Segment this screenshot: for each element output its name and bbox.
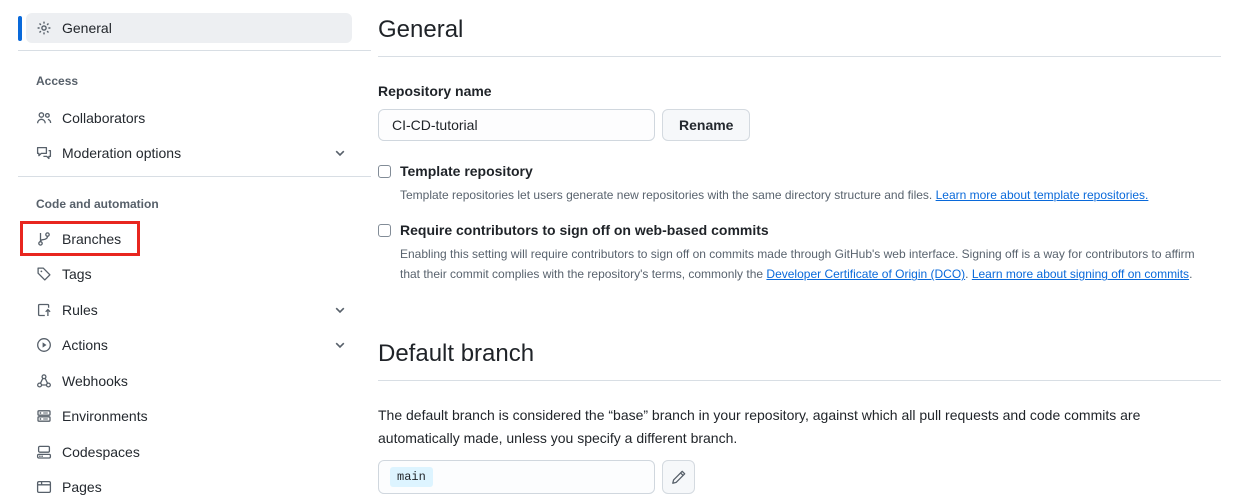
page-title: General [378, 16, 464, 43]
description-text: . [965, 267, 972, 282]
sidebar-item-collaborators[interactable]: Collaborators [0, 100, 372, 136]
git-branch-icon [38, 231, 50, 246]
template-repository-description: Template repositories let users generate… [400, 185, 1148, 205]
repository-name-input[interactable] [378, 109, 655, 141]
sign-off-setting: Require contributors to sign off on web-… [378, 221, 1195, 285]
sidebar-item-label: Moderation options [62, 145, 182, 162]
template-repository-setting: Template repository Template repositorie… [378, 162, 1148, 205]
repository-name-label: Repository name [378, 83, 492, 99]
default-branch-description: The default branch is considered the “ba… [378, 407, 1141, 446]
rename-button[interactable]: Rename [662, 109, 751, 141]
description-text: Template repositories let users generate… [400, 188, 936, 202]
sidebar-item-label: Rules [62, 301, 98, 318]
chevron-down-icon [335, 307, 345, 313]
sidebar-item-pages[interactable]: Pages [0, 470, 372, 498]
sidebar-item-label: Pages [62, 479, 102, 496]
section-divider [378, 380, 1221, 381]
sidebar-item-label: General [62, 20, 112, 36]
chevron-down-icon [335, 150, 345, 157]
default-branch-input[interactable]: main [378, 460, 655, 494]
sidebar-item-actions[interactable]: Actions [0, 328, 372, 364]
template-repository-label: Template repository [400, 163, 533, 179]
sidebar-item-tags[interactable]: Tags [0, 257, 372, 293]
play-circle-icon [37, 338, 51, 353]
comment-discussion-icon [36, 147, 52, 160]
pencil-icon [671, 470, 685, 484]
template-repository-checkbox[interactable] [378, 165, 391, 178]
sidebar-item-rules[interactable]: Rules [0, 292, 372, 328]
rules-icon [37, 303, 51, 316]
sidebar-section-code-and-automation: Code and automation [36, 197, 159, 211]
default-branch-title: Default branch [378, 340, 535, 367]
sidebar-item-webhooks[interactable]: Webhooks [0, 363, 372, 399]
sidebar-item-label: Actions [62, 337, 108, 354]
sidebar-item-label: Environments [62, 408, 148, 425]
template-repository-text: Template repository Template repositorie… [400, 162, 1148, 205]
gear-icon [37, 21, 51, 35]
sign-off-description: Enabling this setting will require contr… [400, 244, 1195, 285]
people-icon [36, 111, 52, 124]
settings-main-content: General Repository name Rename Template … [378, 0, 1222, 498]
sidebar-item-environments[interactable]: Environments [0, 399, 372, 435]
description-text: . [1189, 267, 1193, 282]
sidebar-item-label: Tags [62, 266, 92, 283]
sidebar-divider [18, 50, 371, 51]
sidebar-item-branches[interactable]: Branches [0, 221, 372, 257]
sign-off-label: Require contributors to sign off on web-… [400, 222, 769, 238]
sidebar-item-label: Webhooks [62, 372, 128, 389]
template-repositories-link[interactable]: Learn more about template repositories. [935, 188, 1149, 202]
sidebar-item-moderation-options[interactable]: Moderation options [0, 136, 372, 172]
server-icon [37, 410, 51, 423]
sidebar-item-label: Branches [62, 230, 122, 247]
sidebar-section-access: Access [36, 74, 79, 88]
sign-off-text: Require contributors to sign off on web-… [400, 221, 1195, 285]
sidebar-item-label: Collaborators [62, 109, 146, 126]
sign-off-learn-more-link[interactable]: Learn more about signing off on commits [971, 267, 1190, 282]
browser-icon [36, 481, 52, 494]
codespaces-icon [36, 445, 52, 459]
settings-sidebar: General Access Collaborators Moderation … [0, 0, 372, 498]
dco-link[interactable]: Developer Certificate of Origin (DCO) [766, 267, 966, 282]
sidebar-item-label: Codespaces [62, 443, 140, 460]
section-divider [378, 56, 1221, 57]
sign-off-checkbox[interactable] [378, 224, 391, 237]
access-items: Collaborators Moderation options [0, 100, 372, 171]
sidebar-divider [18, 176, 371, 177]
selected-indicator-bar [18, 16, 22, 41]
edit-default-branch-button[interactable] [662, 460, 695, 494]
chevron-down-icon [335, 342, 345, 349]
webhook-icon [37, 373, 51, 388]
tag-icon [37, 267, 51, 281]
code-automation-items: Branches Tags Rules [0, 221, 372, 498]
description-text: Enabling this setting will require contr… [400, 247, 1195, 282]
sidebar-item-general[interactable]: General [26, 13, 352, 43]
default-branch-value: main [390, 467, 433, 487]
sidebar-item-codespaces[interactable]: Codespaces [0, 434, 372, 470]
